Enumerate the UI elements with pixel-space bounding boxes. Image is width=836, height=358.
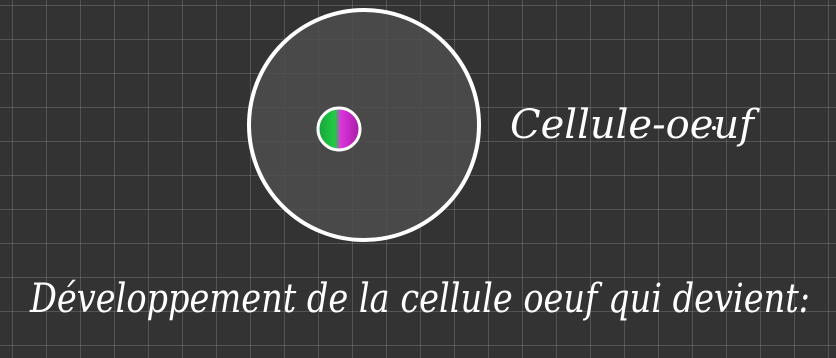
caption-text: Développement de la cellule oeuf qui dev…: [29, 276, 810, 322]
cell-nucleus: [318, 108, 360, 150]
cell-label: Cellule-oeuf: [510, 102, 760, 148]
label-period: [712, 126, 716, 130]
